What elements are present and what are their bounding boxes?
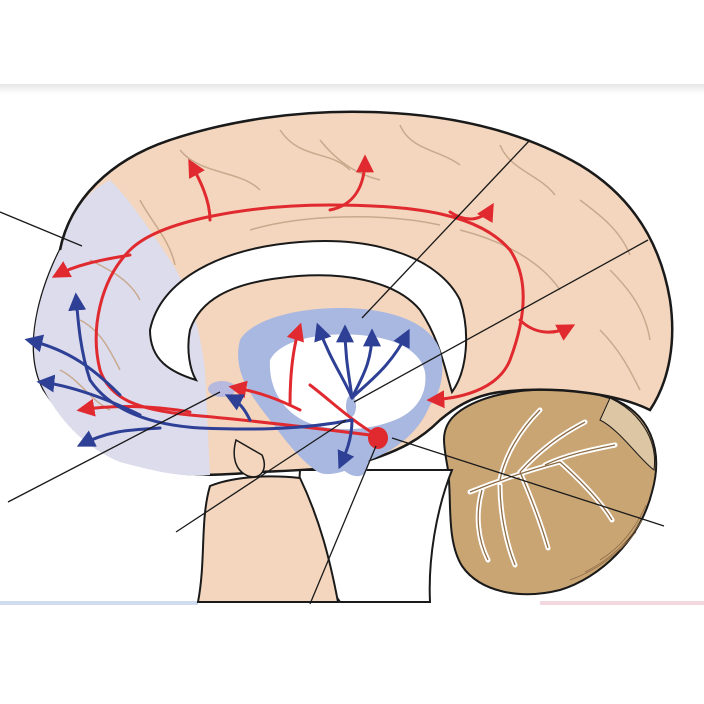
small-nucleus: [346, 395, 356, 417]
leader-lines: [0, 139, 665, 605]
red-nucleus: [368, 427, 388, 449]
top-shadow-band: [0, 84, 704, 94]
bottom-right-strip: [540, 601, 704, 605]
cerebellum: [443, 388, 658, 596]
corpus-callosum: [148, 240, 468, 395]
optic-chiasm: [233, 438, 266, 478]
bottom-left-strip: [0, 601, 198, 605]
gyri: [59, 124, 651, 411]
blue-pathways: [24, 292, 410, 470]
anterior-nucleus: [208, 381, 236, 397]
thalamus: [269, 334, 426, 430]
red-pathways: [51, 154, 576, 438]
